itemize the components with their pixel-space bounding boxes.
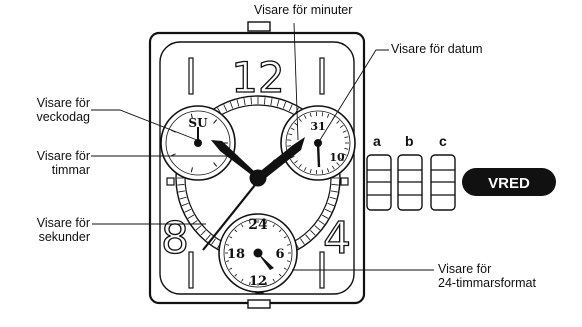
label-minutes: Visare för minuter (254, 3, 352, 17)
format24-subdial: 24 18 6 12 (219, 214, 297, 292)
numeral-8: 8 (161, 213, 189, 264)
label-hours-line2: timmar (0, 163, 90, 177)
button-b-label: b (405, 133, 414, 149)
label-format24-line1: Visare för (438, 262, 536, 276)
date-pivot (314, 139, 322, 147)
label-seconds-line1: Visare för (0, 216, 90, 230)
label-format24: Visare för 24-timmarsformat (438, 262, 536, 290)
bottom-lug (248, 300, 270, 308)
hour-marker-1 (320, 58, 324, 94)
label-seconds-line2: sekunder (0, 230, 90, 244)
button-c-label: c (439, 133, 447, 149)
center-pivot (250, 170, 267, 187)
label-seconds: Visare för sekunder (0, 216, 90, 244)
label-format24-line2: 24-timmarsformat (438, 276, 536, 290)
button-a-label: a (373, 133, 381, 149)
format24-label-left: 18 (227, 247, 245, 262)
marker-3 (341, 178, 348, 185)
button-b[interactable] (398, 155, 422, 210)
format24-pivot (254, 249, 263, 258)
weekday-pivot (194, 139, 202, 147)
label-date: Visare för datum (391, 42, 482, 56)
label-weekday: Visare för veckodag (0, 96, 90, 124)
label-weekday-line1: Visare för (0, 96, 90, 110)
format24-label-bottom: 12 (249, 274, 267, 289)
top-lug (248, 22, 270, 31)
hour-marker-11 (189, 58, 193, 94)
date-label-right: 10 (329, 151, 345, 164)
label-weekday-line2: veckodag (0, 110, 90, 124)
label-hours-line1: Visare för (0, 149, 90, 163)
date-label-top: 31 (310, 120, 325, 133)
button-c[interactable] (431, 155, 455, 210)
button-a[interactable] (367, 155, 391, 210)
label-hours: Visare för timmar (0, 149, 90, 177)
date-subdial: 31 10 (281, 106, 355, 180)
marker-9 (167, 178, 174, 185)
crown-label: VRED (488, 175, 530, 192)
numeral-4: 4 (323, 213, 351, 264)
format24-label-top: 24 (248, 217, 268, 233)
hour-marker-7 (189, 252, 193, 288)
format24-label-right: 6 (275, 247, 284, 262)
numeral-12: 12 (231, 53, 284, 102)
